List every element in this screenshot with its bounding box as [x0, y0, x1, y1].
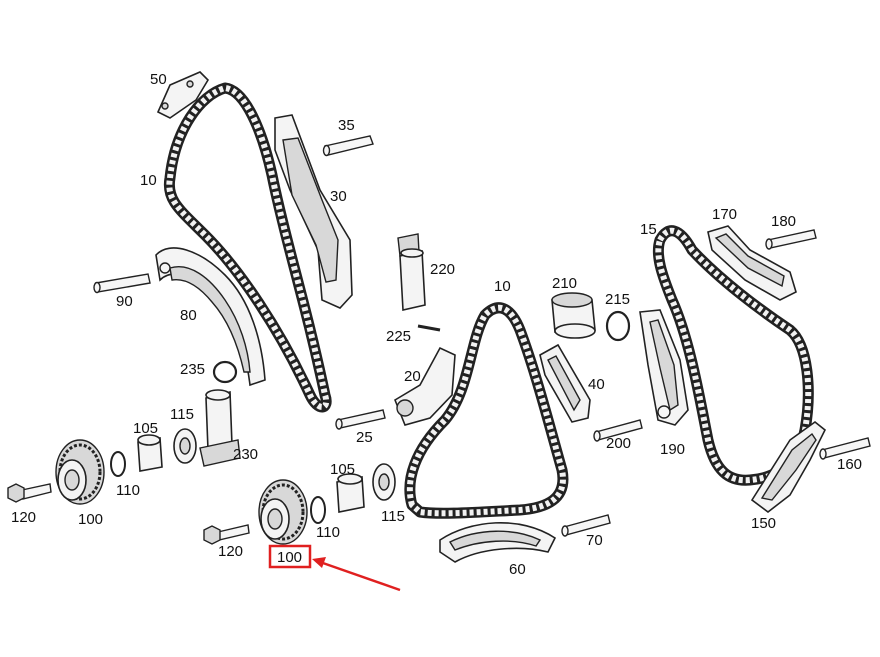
guide-150 — [750, 420, 827, 514]
tensioner-rail-80 — [155, 247, 266, 387]
label-215: 215 — [605, 291, 630, 308]
bolt-120-left — [7, 483, 52, 503]
highlight-arrow — [319, 560, 401, 592]
o-ring-235 — [212, 360, 238, 384]
label-225: 225 — [386, 328, 411, 345]
pin-160 — [819, 437, 871, 460]
label-25: 25 — [356, 429, 373, 446]
ring-110-left — [110, 451, 126, 477]
part-220 — [397, 233, 426, 311]
part-210 — [551, 292, 596, 339]
label-160: 160 — [837, 456, 862, 473]
label-220: 220 — [430, 261, 455, 278]
pin-25 — [335, 409, 386, 430]
label-120-left: 120 — [11, 509, 36, 526]
label-70: 70 — [586, 532, 603, 549]
highlight-box — [268, 544, 312, 569]
guide-rail-30 — [274, 114, 353, 309]
label-170: 170 — [712, 206, 737, 223]
label-115-left: 115 — [170, 406, 194, 423]
pin-180 — [765, 229, 817, 250]
washer-115-left — [173, 428, 197, 464]
label-190: 190 — [660, 441, 685, 458]
pin-35 — [322, 135, 374, 157]
label-10-center: 10 — [494, 278, 511, 295]
label-200: 200 — [606, 435, 631, 452]
label-50: 50 — [150, 71, 167, 88]
label-235: 235 — [180, 361, 205, 378]
guide-60 — [439, 522, 557, 563]
label-90: 90 — [116, 293, 133, 310]
label-30: 30 — [330, 188, 347, 205]
pin-70 — [561, 514, 611, 537]
washer-115-center — [372, 463, 396, 501]
bolt-120-center — [203, 524, 250, 545]
tensioner-20 — [394, 346, 456, 426]
tensioner-230 — [199, 389, 241, 467]
label-150: 150 — [751, 515, 776, 532]
bracket-50 — [156, 71, 210, 119]
label-120-center: 120 — [218, 543, 243, 560]
pin-200 — [593, 419, 643, 442]
seal-225 — [417, 324, 441, 332]
label-15: 15 — [640, 221, 657, 238]
label-60: 60 — [509, 561, 526, 578]
label-20: 20 — [404, 368, 421, 385]
label-110-center: 110 — [316, 524, 340, 541]
label-100-left: 100 — [78, 511, 103, 528]
label-230: 230 — [233, 446, 258, 463]
label-80: 80 — [180, 307, 197, 324]
label-105-center: 105 — [330, 461, 355, 478]
o-ring-215 — [605, 310, 631, 342]
timing-chain-10-left — [163, 82, 332, 413]
sprocket-100-left — [55, 439, 105, 505]
label-105-left: 105 — [133, 420, 158, 437]
label-180: 180 — [771, 213, 796, 230]
label-115-center: 115 — [381, 508, 405, 525]
bushing-105-center — [336, 473, 365, 513]
callout-labels: 50 35 10 30 220 90 80 225 235 20 25 105 … — [11, 71, 862, 578]
highlight-arrow-head — [312, 557, 326, 568]
pin-90 — [93, 273, 151, 294]
label-110-left: 110 — [116, 482, 140, 499]
label-100-center: 100 — [277, 549, 302, 566]
label-210: 210 — [552, 275, 577, 292]
label-35: 35 — [338, 117, 355, 134]
highlighted-callout: 100 — [268, 544, 401, 592]
label-10-left: 10 — [140, 172, 157, 189]
label-40: 40 — [588, 376, 605, 393]
guide-40 — [539, 343, 591, 423]
timing-chain-10-center — [404, 302, 569, 519]
ring-110-center — [310, 496, 326, 524]
sprocket-100-center — [258, 479, 308, 545]
guide-170 — [707, 225, 797, 301]
bushing-105-left — [137, 434, 163, 472]
tensioner-190 — [639, 309, 689, 426]
